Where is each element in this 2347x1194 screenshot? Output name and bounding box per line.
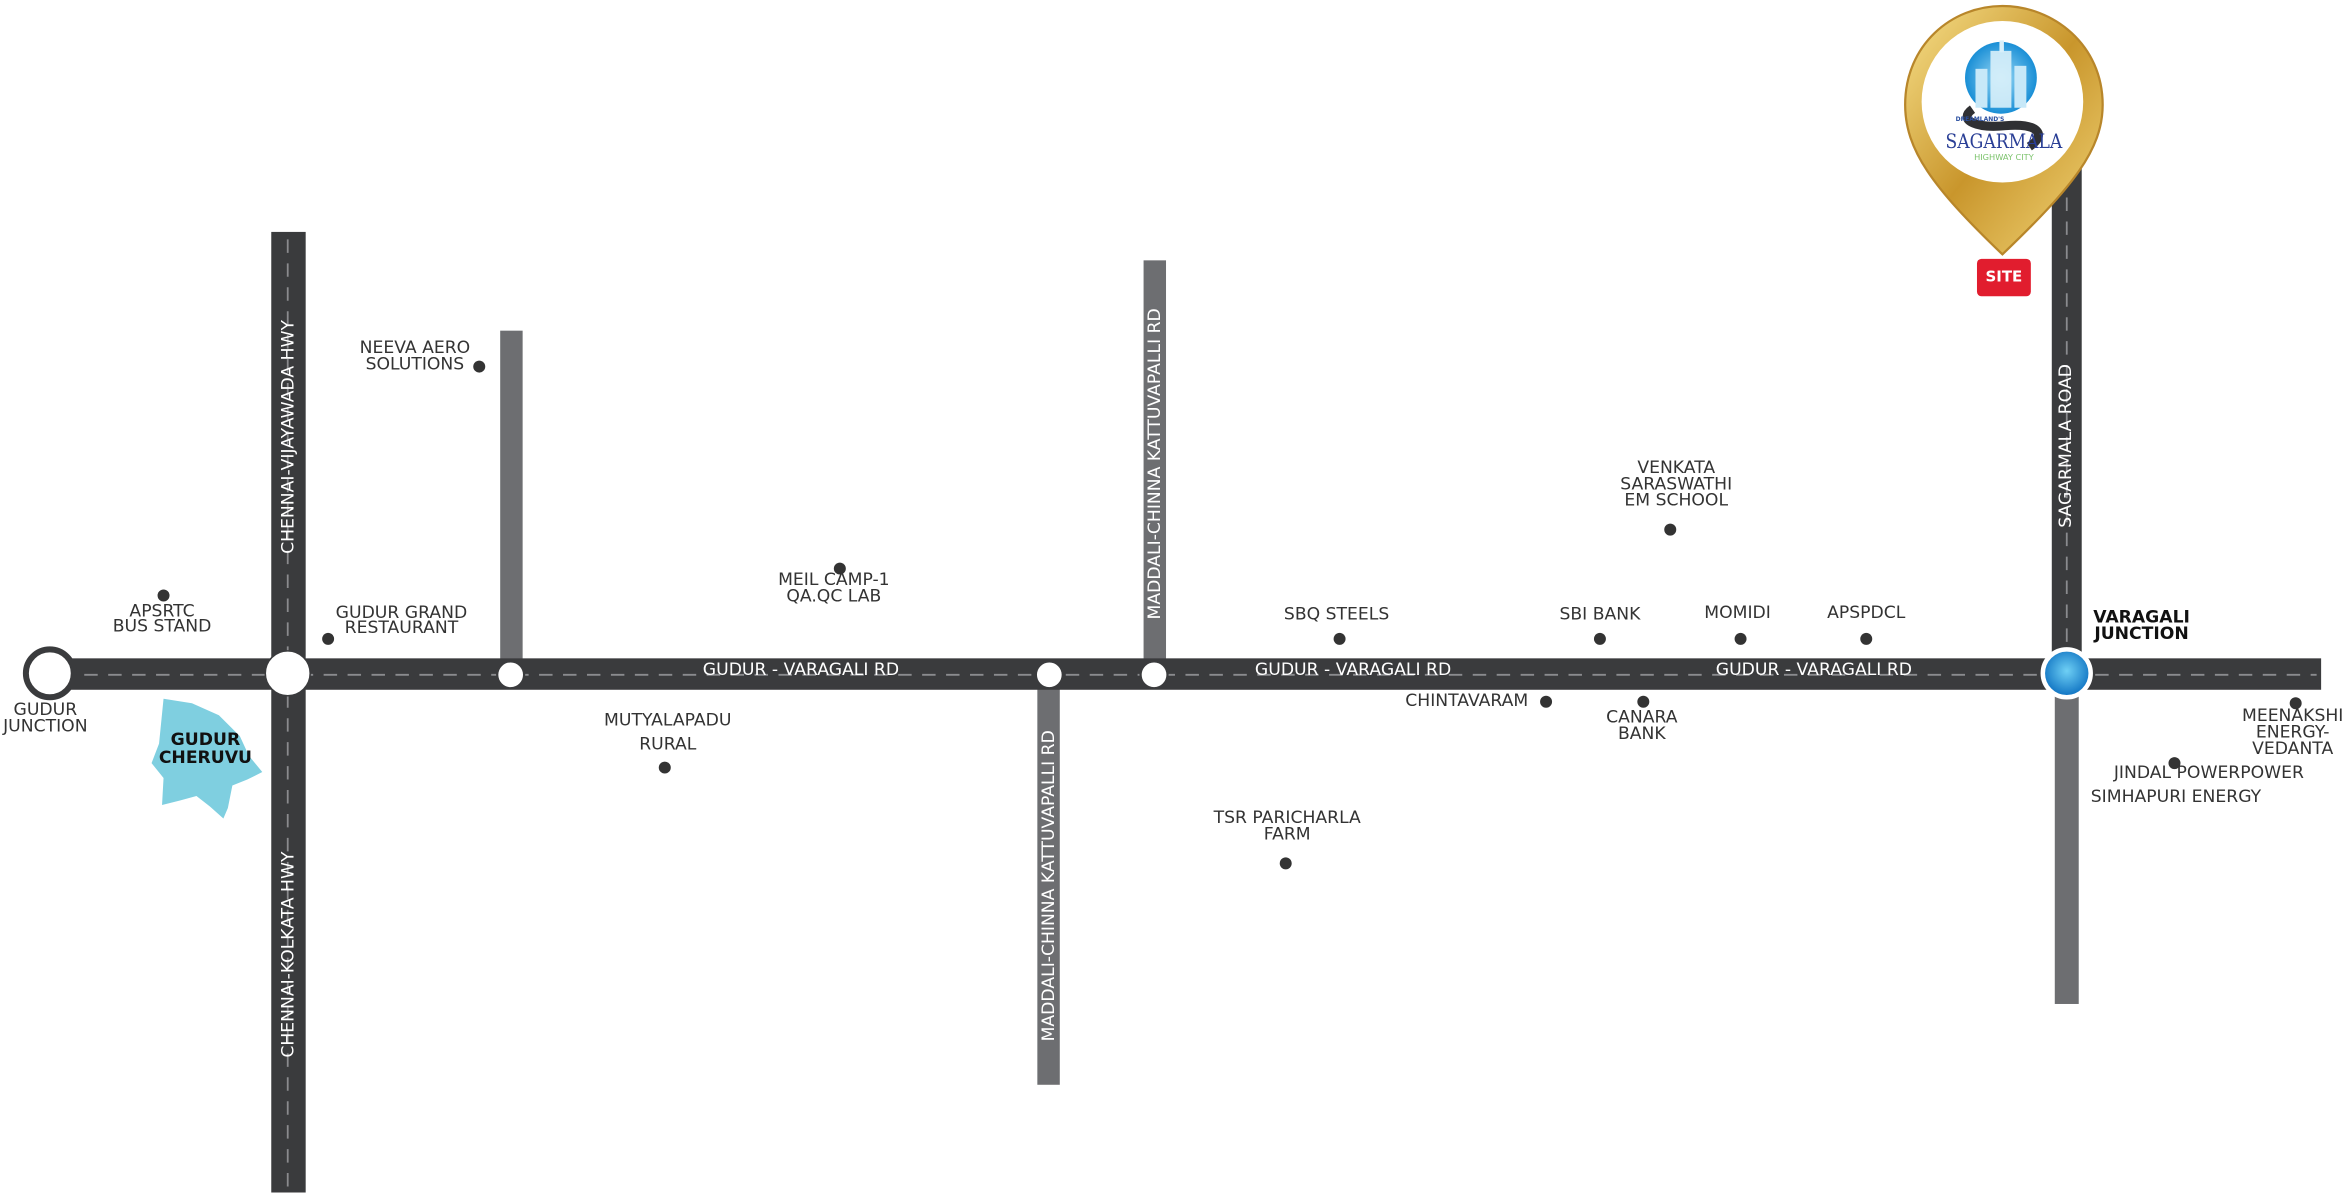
place-label: MEIL CAMP-1 [778, 570, 890, 590]
place-canara[interactable]: CANARA BANK [1606, 695, 1678, 744]
place-label: MOMIDI [1704, 603, 1771, 623]
maddali-road-lower: MADDALI-CHINNA KATTUVAPALLI RD [1037, 674, 1060, 1085]
place-label: APSRTC [129, 601, 194, 621]
place-meil[interactable]: MEIL CAMP-1 QA.QC LAB [778, 562, 890, 607]
gudur-varagali-road: GUDUR - VARAGALI RD GUDUR - VARAGALI RD … [49, 658, 2322, 690]
place-apspdcl[interactable]: APSPDCL [1827, 603, 1906, 645]
place-tsr[interactable]: TSR PARICHARLA FARM [1213, 808, 1361, 870]
place-dot [322, 632, 335, 645]
place-dot [157, 589, 170, 602]
chennai-highway: CHENNAI-VIJAYAWADA HWY CHENNAI-KOLKATA H… [271, 231, 306, 1193]
place-label: VEDANTA [2252, 739, 2333, 759]
maddali-road-upper: MADDALI-CHINNA KATTUVAPALLI RD [1143, 260, 1167, 675]
place-label: RURAL [639, 735, 697, 755]
place-label: SIMHAPURI ENERGY [2091, 787, 2262, 807]
place-dot [1637, 695, 1650, 708]
gudur-cheruvu-lake: GUDUR CHERUVU [151, 698, 263, 819]
place-gudur-grand[interactable]: GUDUR GRAND RESTAURANT [322, 603, 467, 645]
place-label: FARM [1264, 824, 1311, 844]
place-sbq[interactable]: SBQ STEELS [1284, 604, 1389, 645]
maddali-road-lower-label: MADDALI-CHINNA KATTUVAPALLI RD [1039, 730, 1059, 1041]
place-label: APSPDCL [1827, 603, 1906, 623]
site-pin[interactable]: DREAMLAND'S SAGARMALA HIGHWAY CITY [1904, 4, 2104, 256]
site-badge[interactable]: SITE [1976, 258, 2031, 297]
place-label: ENERGY- [2256, 723, 2330, 743]
place-momidi[interactable]: MOMIDI [1704, 603, 1771, 645]
lake-label-1: GUDUR [171, 730, 241, 750]
main-road-label-3: GUDUR - VARAGALI RD [1716, 660, 1912, 680]
sagarmala-road-label: SAGARMALA ROAD [2056, 364, 2076, 528]
place-label: BANK [1618, 724, 1666, 744]
place-dot [833, 562, 846, 575]
place-jindal[interactable]: JINDAL POWERPOWER [2113, 757, 2304, 783]
place-label: RESTAURANT [345, 618, 459, 638]
maddali-lower-junction-marker[interactable] [1034, 660, 1064, 690]
place-label: SOLUTIONS [366, 355, 465, 375]
place-dot [2168, 757, 2181, 770]
place-venkata[interactable]: VENKATA SARASWATHI EM SCHOOL [1620, 458, 1732, 536]
place-dot [1734, 632, 1747, 645]
varagali-junction-label-2: JUNCTION [2093, 624, 2188, 644]
place-dot [473, 360, 486, 373]
place-dot [1540, 695, 1553, 708]
place-label: CANARA [1606, 708, 1678, 728]
place-apsrtc[interactable]: APSRTC BUS STAND [113, 589, 212, 637]
chennai-vijayawada-label: CHENNAI-VIJAYAWADA HWY [279, 319, 299, 553]
place-label: MEENAKSHI [2242, 706, 2343, 726]
logo-top-text: DREAMLAND'S [1956, 116, 2005, 123]
maddali-upper-junction-marker[interactable] [1139, 660, 1169, 690]
sagarmala-road: SAGARMALA ROAD [2051, 149, 2082, 1004]
place-label: QA.QC LAB [786, 586, 881, 606]
main-road-label-2: GUDUR - VARAGALI RD [1255, 660, 1451, 680]
place-dot [1664, 523, 1677, 536]
place-label: GUDUR GRAND [336, 603, 468, 623]
place-dot [1860, 632, 1873, 645]
neeva-junction-marker[interactable] [496, 660, 526, 690]
place-label: JINDAL POWERPOWER [2113, 763, 2304, 783]
place-dot [1333, 632, 1346, 645]
place-simhapuri[interactable]: SIMHAPURI ENERGY [2091, 787, 2262, 807]
gudur-junction-label-1: GUDUR [14, 700, 78, 720]
place-label: SBQ STEELS [1284, 604, 1389, 624]
varagali-junction-marker[interactable] [2040, 647, 2093, 700]
lake-label-2: CHERUVU [159, 748, 252, 768]
logo-sub-text: HIGHWAY CITY [1974, 152, 2035, 162]
chennai-kolkata-label: CHENNAI-KOLKATA HWY [279, 851, 299, 1058]
place-mutyalapadu[interactable]: MUTYALAPADU RURAL [604, 711, 731, 774]
place-neeva[interactable]: NEEVA AERO SOLUTIONS [360, 338, 486, 375]
logo-name-text: SAGARMALA [1946, 130, 2064, 153]
highway-junction-marker[interactable] [264, 650, 311, 697]
place-label: MUTYALAPADU [604, 711, 731, 731]
place-dot [2289, 697, 2302, 710]
neeva-road [500, 330, 523, 675]
varagali-junction-label-1: VARAGALI [2093, 607, 2190, 627]
place-label: SBI BANK [1559, 604, 1641, 624]
place-dot [658, 761, 671, 774]
place-chintavaram[interactable]: CHINTAVARAM [1405, 691, 1553, 711]
place-label: BUS STAND [113, 616, 212, 636]
place-dot [1279, 857, 1292, 870]
gudur-junction-label-2: JUNCTION [2, 717, 87, 737]
gudur-junction-marker[interactable] [22, 646, 77, 701]
place-label: CHINTAVARAM [1405, 691, 1528, 711]
main-road-label-1: GUDUR - VARAGALI RD [703, 660, 899, 680]
maddali-road-upper-label: MADDALI-CHINNA KATTUVAPALLI RD [1145, 308, 1165, 619]
place-sbi[interactable]: SBI BANK [1559, 604, 1641, 645]
place-dot [1593, 632, 1606, 645]
place-label: SARASWATHI [1620, 474, 1732, 494]
sagarmala-logo: DREAMLAND'S SAGARMALA HIGHWAY CITY [1946, 40, 2064, 162]
place-label: VENKATA [1637, 458, 1715, 478]
place-meenakshi[interactable]: MEENAKSHI ENERGY- VEDANTA [2242, 697, 2343, 759]
place-label: EM SCHOOL [1624, 491, 1728, 511]
place-label: TSR PARICHARLA [1213, 808, 1361, 828]
place-label: NEEVA AERO [360, 338, 471, 358]
site-badge-label: SITE [1986, 267, 2023, 285]
